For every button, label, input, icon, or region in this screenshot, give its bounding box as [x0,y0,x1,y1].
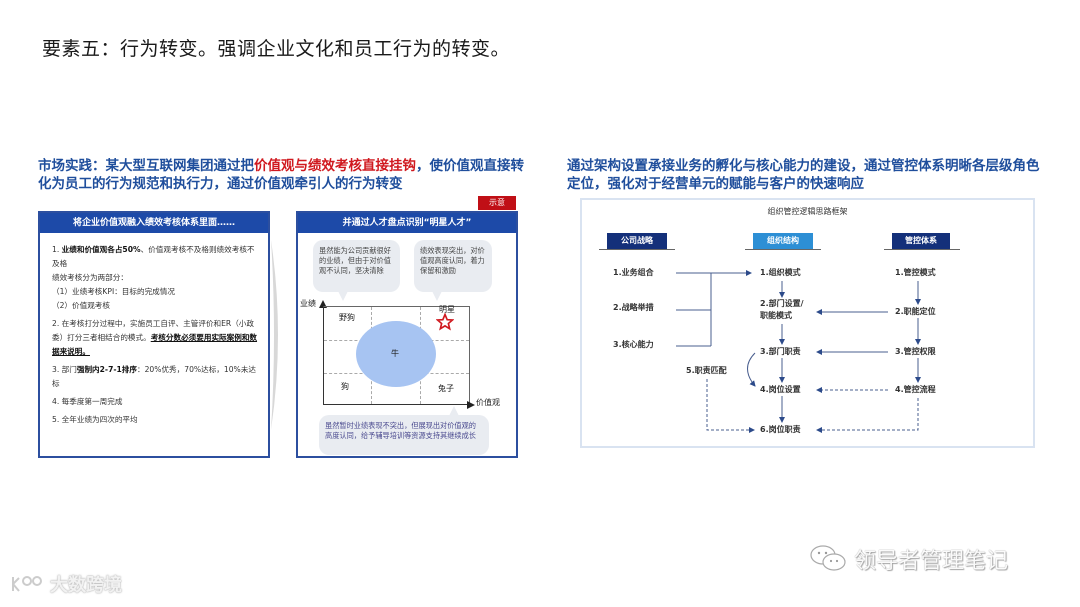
cell-rabbit: 兔子 [438,384,454,393]
y-axis-label: 业绩 [300,299,316,308]
headline-text-cont: ，使价值观直接转化为员工的行为规范和执行力，通过价值观牵引人的行为转变 [38,158,524,192]
node-business-portfolio: 1.业务组合 [613,268,654,277]
cell-ox: 牛 [391,349,399,358]
headline-highlight: 价值观与绩效考核直接挂钩 [254,158,416,174]
item-underline: 考核分数必须要用实际案例和数据来说明。 [52,333,258,356]
rule-item-5: 5. 全年业绩为四次的平均 [52,415,138,424]
chevron-right-icon [271,240,278,430]
item-sub-1: （1）业绩考核KPI：目标的完成情况 [52,287,175,296]
watermark-brand-right: 领导者管理笔记 [808,543,1008,575]
headline-text: 市场实践：某大型互联网集团通过把 [38,158,254,174]
value-assessment-card: 将企业价值观融入绩效考核体系里面…… 1. 业绩和价值观各占50%、价值观考核不… [38,211,270,458]
cell-star: 明星 [439,305,455,314]
org-control-framework: 组织管控逻辑思路框架 公司战略 组织结构 管控体系 1.业务组合 2.战略举措 … [580,198,1035,448]
column-header-control: 管控体系 [892,233,950,249]
cell-wild-dog: 野狗 [339,313,355,322]
node-dept-setup: 2.部门设置/职能模式 [760,299,804,320]
node-core-capability: 3.核心能力 [613,340,654,349]
node-dept-duties: 3.部门职责 [760,347,801,356]
cell-dog: 狗 [341,382,349,391]
rule-item-4: 4. 每季度第一周完成 [52,397,123,406]
node-org-mode: 1.组织模式 [760,268,801,277]
node-position-duties: 6.岗位职责 [760,425,801,434]
item-text: 、价值观考核不及格则绩效考核不及格 [52,245,255,268]
card-body: 1. 业绩和价值观各占50%、价值观考核不及格则绩效考核不及格 绩效考核分为两部… [40,233,268,427]
ox-zone-ellipse [356,321,436,387]
brand-logo-icon [12,576,42,592]
watermark-left-text: 大数跨境 [50,575,122,596]
node-control-mode: 1.管控模式 [895,268,936,277]
node-duty-matching: 5.职责匹配 [686,366,727,375]
node-control-process: 4.管控流程 [895,385,936,394]
item-prefix: 1. [52,245,62,254]
node-strategic-initiatives: 2.战略举措 [613,303,654,312]
column-header-strategy: 公司战略 [607,233,667,249]
item-sub-2: （2）价值观考核 [52,301,110,310]
flow-arrows [676,270,921,433]
item-bold: 强制内2-7-1排序 [76,365,137,374]
talent-matrix: 野狗 明星 牛 狗 兔子 [323,305,470,405]
watermark-brand-left: 大数跨境 [10,571,122,597]
framework-title: 组织管控逻辑思路框架 [767,207,848,216]
star-icon [436,313,454,331]
x-axis-label: 价值观 [476,398,500,407]
card-header: 将企业价值观融入绩效考核体系里面…… [40,213,268,233]
item-text: 2. 在考核打分过程中，实施员工自评、主管评价和ER（小政委）打分三者相结合的模… [52,319,254,342]
node-position-setup: 4.岗位设置 [760,385,801,394]
watermark-right-text: 领导者管理笔记 [854,549,1009,574]
wechat-icon [810,545,846,571]
node-function-positioning: 2.职能定位 [895,307,936,316]
item-bold: 业绩和价值观各占50% [61,245,141,254]
right-headline: 通过架构设置承接业务的孵化与核心能力的建设，通过管控体系明晰各层级角色定位，强化… [567,158,1040,192]
rule-item-2: 2. 在考核打分过程中，实施员工自评、主管评价和ER（小政委）打分三者相结合的模… [52,317,260,359]
rule-item-3: 3. 部门强制内2-7-1排序：20%优秀，70%达标，10%未达标 [52,363,260,391]
ox-note-bubble: 虽然暂时业绩表现不突出，但展现出对价值观的高度认同，给予辅导培训等资源支持其继续… [319,406,489,455]
column-header-structure: 组织结构 [753,233,813,249]
item-text: ：20%优秀，70%达标，10%未达标 [52,365,256,388]
wild-dog-note-bubble: 虽然能为公司贡献很好的业绩，但由于对价值观不认同，坚决清除 [313,240,400,301]
item-subtitle: 绩效考核分为两部分： [52,273,128,282]
item-prefix: 3. 部门 [52,365,77,374]
rule-item-1: 1. 业绩和价值观各占50%、价值观考核不及格则绩效考核不及格 绩效考核分为两部… [52,243,260,313]
card-header: 并通过人才盘点识别“明星人才” [298,213,516,233]
demo-badge: 示意 [478,196,516,210]
node-control-authority: 3.管控权限 [895,347,936,356]
page-title: 要素五：行为转变。强调企业文化和员工行为的转变。 [42,38,511,60]
x-axis-arrow-icon [467,401,475,409]
star-note-bubble: 绩效表现突出，对价值观高度认同，着力保留和激励 [414,240,492,301]
left-headline: 市场实践：某大型互联网集团通过把价值观与绩效考核直接挂钩，使价值观直接转化为员工… [38,157,528,193]
